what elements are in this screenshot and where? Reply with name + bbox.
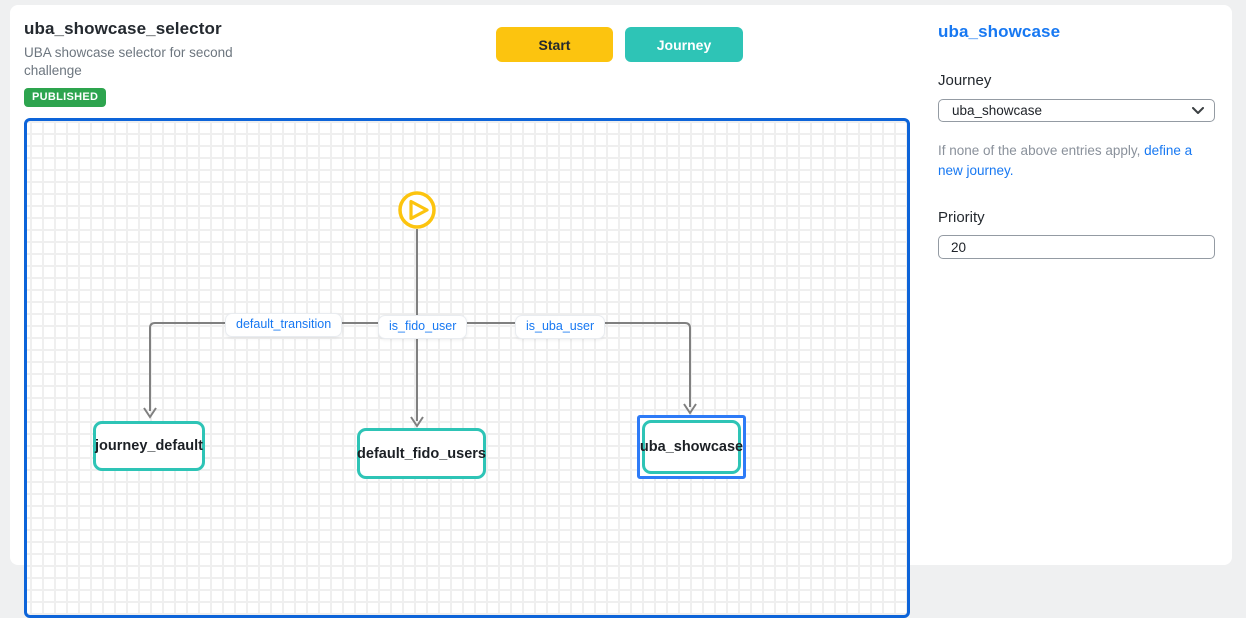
priority-field-label: Priority — [938, 209, 1217, 226]
main-card: uba_showcase_selector UBA showcase selec… — [10, 5, 1232, 565]
node-default-fido-users[interactable]: default_fido_users — [357, 428, 486, 479]
journey-button[interactable]: Journey — [625, 27, 743, 62]
helper-text-prefix: If none of the above entries apply, — [938, 143, 1144, 158]
journey-select[interactable]: uba_showcase — [938, 99, 1215, 122]
status-badge: PUBLISHED — [24, 88, 106, 107]
node-uba-showcase[interactable]: uba_showcase — [642, 420, 741, 474]
journey-select-value: uba_showcase — [952, 103, 1042, 118]
node-uba-showcase-selection: uba_showcase — [637, 415, 746, 479]
start-button[interactable]: Start — [496, 27, 613, 62]
journey-helper-text: If none of the above entries apply, defi… — [938, 141, 1220, 180]
page-subtitle: UBA showcase selector for second challen… — [24, 44, 274, 80]
priority-input[interactable] — [938, 235, 1215, 259]
flow-editor-section: uba_showcase_selector UBA showcase selec… — [10, 5, 912, 565]
play-icon[interactable] — [400, 193, 434, 227]
page-title: uba_showcase_selector — [24, 19, 910, 39]
edge-label-is-fido-user[interactable]: is_fido_user — [378, 315, 467, 339]
panel-title: uba_showcase — [938, 22, 1217, 42]
node-journey-default[interactable]: journey_default — [93, 421, 205, 471]
header-buttons: Start Journey — [496, 27, 743, 62]
flow-canvas[interactable]: default_transition is_fido_user is_uba_u… — [24, 118, 910, 618]
flow-header: uba_showcase_selector UBA showcase selec… — [24, 19, 910, 118]
flow-edges — [27, 121, 907, 618]
chevron-down-icon — [1192, 107, 1204, 115]
edge-label-is-uba-user[interactable]: is_uba_user — [515, 315, 605, 339]
journey-field-label: Journey — [938, 72, 1217, 89]
edge-label-default-transition[interactable]: default_transition — [225, 313, 342, 337]
properties-panel: uba_showcase Journey uba_showcase If non… — [912, 5, 1232, 565]
